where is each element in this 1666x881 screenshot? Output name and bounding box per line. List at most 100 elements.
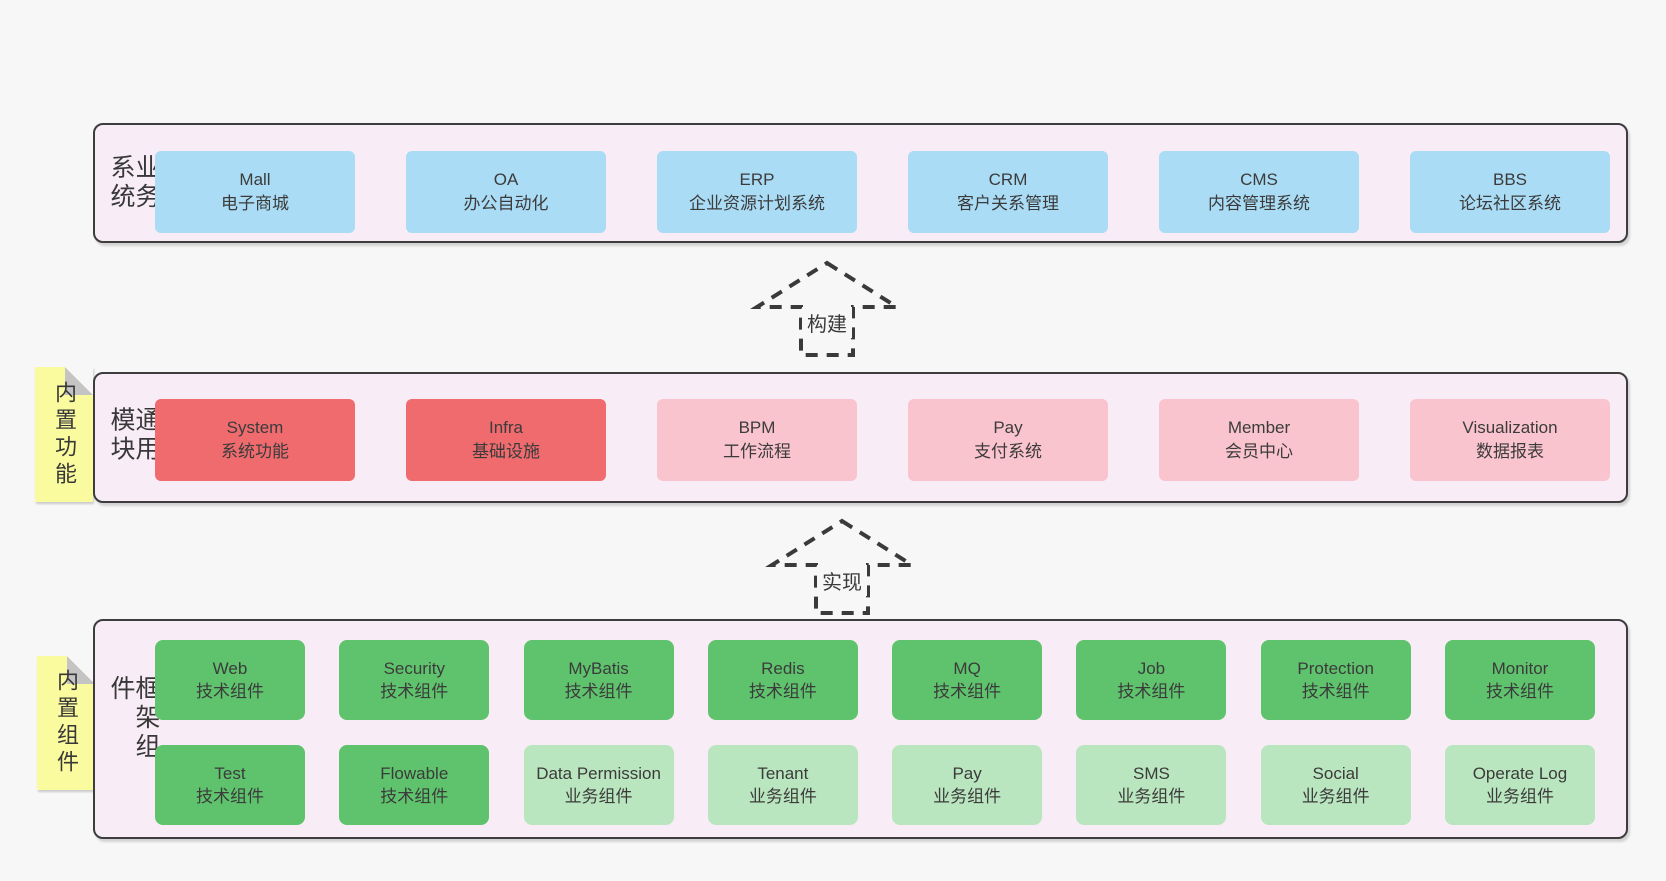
box-subtitle: 技术组件: [748, 682, 817, 701]
box-title: BPM: [738, 418, 776, 437]
box-social: Social 业务组件: [1260, 745, 1411, 825]
box-operate-log: Operate Log 业务组件: [1444, 745, 1595, 825]
box-title: Monitor: [1491, 659, 1549, 678]
box-data-permission: Data Permission 业务组件: [523, 745, 674, 825]
box-bbs: BBS 论坛社区系统: [1410, 151, 1610, 233]
box-flowable: Flowable 技术组件: [339, 745, 490, 825]
box-subtitle: 办公自动化: [463, 194, 549, 213]
box-monitor: Monitor 技术组件: [1444, 640, 1595, 720]
box-oa: OA 办公自动化: [406, 151, 606, 233]
box-subtitle: 技术组件: [1117, 682, 1186, 701]
box-subtitle: 电子商城: [221, 194, 289, 213]
box-subtitle: 技术组件: [1301, 682, 1370, 701]
box-title: Test: [214, 764, 246, 783]
box-title: ERP: [739, 170, 775, 189]
box-subtitle: 技术组件: [196, 682, 264, 701]
box-subtitle: 技术组件: [564, 682, 633, 701]
box-title: Tenant: [757, 764, 809, 783]
box-title: MQ: [953, 659, 981, 678]
box-tenant: Tenant 业务组件: [707, 745, 858, 825]
box-erp: ERP 企业资源计划系统: [657, 151, 857, 233]
box-subtitle: 业务组件: [564, 787, 633, 806]
box-pay-biz: Pay 业务组件: [892, 745, 1043, 825]
box-subtitle: 技术组件: [196, 787, 264, 806]
box-title: OA: [493, 170, 519, 189]
box-subtitle: 会员中心: [1225, 442, 1293, 461]
box-pay: Pay 支付系统: [908, 399, 1108, 481]
box-job: Job 技术组件: [1076, 640, 1227, 720]
box-title: Member: [1227, 418, 1291, 437]
implement-arrow: 实现: [762, 517, 922, 617]
dashed-up-arrow-icon: [750, 260, 904, 357]
box-subtitle: 技术组件: [933, 682, 1002, 701]
box-subtitle: 系统功能: [221, 442, 289, 461]
sticky-label: 内置组件: [54, 669, 79, 777]
box-title: Web: [212, 659, 248, 678]
band-business-systems: 业务系统 Mall 电子商城 OA 办公自动化 ERP 企业资源计划系统 CRM…: [93, 123, 1628, 243]
box-system: System 系统功能: [155, 399, 355, 481]
band-label: 框架组件: [107, 675, 160, 762]
box-title: SMS: [1132, 764, 1170, 783]
module-box-row: System 系统功能 Infra 基础设施 BPM 工作流程 Pay 支付系统…: [155, 399, 1610, 481]
box-title: Infra: [488, 418, 524, 437]
box-title: Mall: [239, 170, 271, 189]
box-member: Member 会员中心: [1159, 399, 1359, 481]
box-sms: SMS 业务组件: [1076, 745, 1227, 825]
box-title: Protection: [1297, 659, 1374, 678]
box-title: Visualization: [1462, 418, 1558, 437]
box-redis: Redis 技术组件: [707, 640, 858, 720]
business-box-row: Mall 电子商城 OA 办公自动化 ERP 企业资源计划系统 CRM 客户关系…: [155, 151, 1610, 233]
box-subtitle: 业务组件: [748, 787, 817, 806]
sticky-label: 内置功能: [52, 380, 77, 489]
box-title: Pay: [993, 418, 1023, 437]
box-title: Operate Log: [1472, 764, 1568, 783]
box-security: Security 技术组件: [339, 640, 490, 720]
box-subtitle: 数据报表: [1476, 442, 1544, 461]
sticky-note-built-in-features: 内置功能: [35, 367, 93, 502]
arrow-label: 实现: [817, 565, 867, 596]
box-subtitle: 技术组件: [380, 682, 449, 701]
box-mybatis: MyBatis 技术组件: [523, 640, 674, 720]
dashed-up-arrow-icon: [765, 518, 919, 615]
component-rows: Web 技术组件 Security 技术组件 MyBatis 技术组件 Redi…: [155, 640, 1595, 825]
box-subtitle: 客户关系管理: [957, 194, 1059, 213]
box-subtitle: 业务组件: [1485, 787, 1554, 806]
band-common-modules: 通用模块 System 系统功能 Infra 基础设施 BPM 工作流程 Pay…: [93, 372, 1628, 503]
box-cms: CMS 内容管理系统: [1159, 151, 1359, 233]
box-title: Social: [1312, 764, 1359, 783]
box-subtitle: 技术组件: [1485, 682, 1554, 701]
box-title: Security: [383, 659, 445, 678]
box-title: CRM: [988, 170, 1028, 189]
box-bpm: BPM 工作流程: [657, 399, 857, 481]
build-arrow: 构建: [747, 259, 907, 359]
box-subtitle: 企业资源计划系统: [689, 194, 825, 213]
box-title: CMS: [1240, 170, 1278, 189]
box-title: BBS: [1492, 170, 1528, 189]
box-subtitle: 业务组件: [1301, 787, 1370, 806]
box-title: Flowable: [380, 764, 449, 783]
component-row-1: Web 技术组件 Security 技术组件 MyBatis 技术组件 Redi…: [155, 640, 1595, 720]
box-title: System: [226, 418, 284, 437]
arrow-label: 构建: [802, 307, 852, 338]
box-title: Job: [1137, 659, 1166, 678]
box-subtitle: 技术组件: [380, 787, 449, 806]
band-label: 业务系统: [107, 154, 160, 212]
sticky-note-built-in-components: 内置组件: [37, 656, 95, 790]
box-subtitle: 业务组件: [1117, 787, 1186, 806]
box-subtitle: 工作流程: [723, 442, 791, 461]
box-test: Test 技术组件: [155, 745, 305, 825]
box-protection: Protection 技术组件: [1260, 640, 1411, 720]
box-subtitle: 基础设施: [472, 442, 540, 461]
band-label: 通用模块: [107, 405, 160, 464]
box-title: Redis: [761, 659, 805, 678]
box-title: Data Permission: [536, 764, 661, 783]
box-title: Pay: [952, 764, 982, 783]
box-mq: MQ 技术组件: [892, 640, 1043, 720]
box-web: Web 技术组件: [155, 640, 305, 720]
box-subtitle: 业务组件: [933, 787, 1002, 806]
box-subtitle: 内容管理系统: [1208, 194, 1310, 213]
band-framework-components: 框架组件 Web 技术组件 Security 技术组件 MyBatis 技术组件…: [93, 619, 1628, 839]
box-infra: Infra 基础设施: [406, 399, 606, 481]
box-visualization: Visualization 数据报表: [1410, 399, 1610, 481]
